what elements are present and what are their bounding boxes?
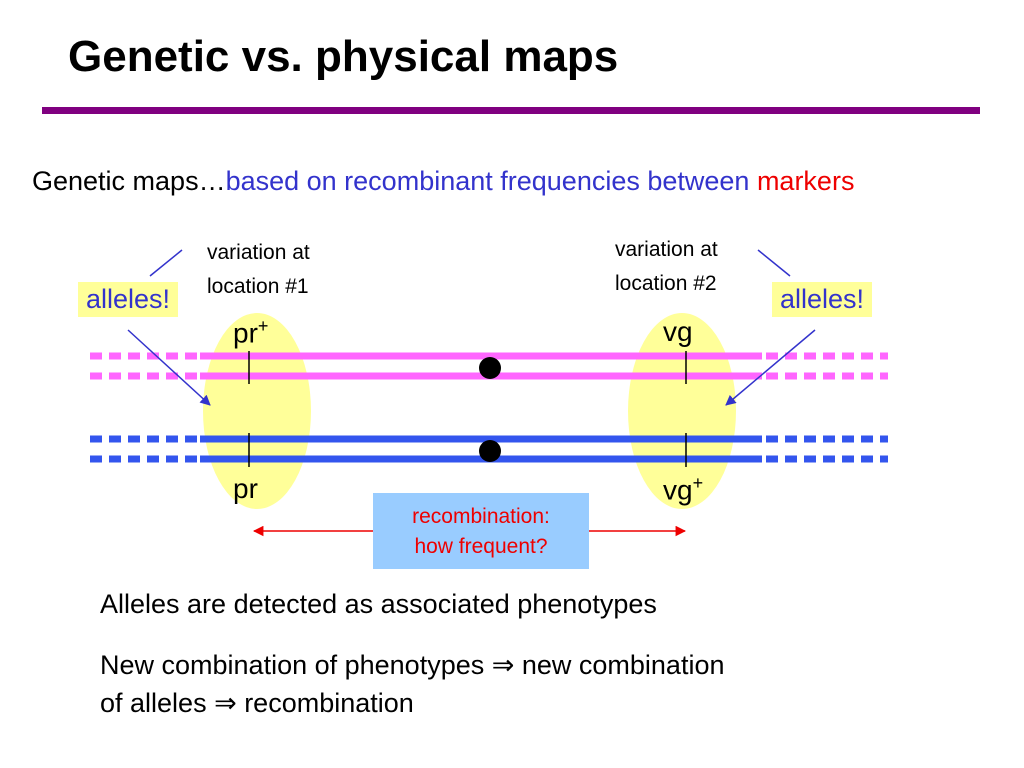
callout-location-1-line2: location #1: [207, 275, 309, 298]
gene-label-vg: vg: [663, 316, 693, 347]
body-line-1: Alleles are detected as associated pheno…: [100, 589, 657, 619]
alleles-label-right: alleles!: [772, 282, 873, 317]
body-line-2a: New combination of phenotypes ⇒ new comb…: [100, 650, 725, 680]
subtitle-red-text: markers: [756, 166, 855, 196]
gene-label-pr-plus: pr+: [233, 316, 268, 349]
gene-label-pr: pr: [233, 473, 258, 504]
gene-vg-plus-sup: +: [692, 473, 704, 493]
alleles-left-connector: [149, 249, 183, 277]
callout-location-1: variation at location #1: [207, 236, 310, 304]
callout-location-1-line1: variation at: [207, 241, 310, 264]
callout-location-2: variation at location #2: [615, 233, 718, 301]
centromere-pink: [479, 357, 501, 379]
subtitle: Genetic maps…based on recombinant freque…: [32, 166, 854, 197]
gene-vg-plus-base: vg: [663, 474, 693, 506]
gene-pr-plus-sup: +: [257, 316, 269, 336]
recombination-box: recombination: how frequent?: [373, 493, 589, 569]
pink-chromosome-pair: [90, 352, 888, 380]
centromere-blue: [479, 440, 501, 462]
gene-label-vg-plus: vg+: [663, 473, 703, 506]
alleles-right-arrow: [725, 329, 816, 406]
alleles-label-left: alleles!: [78, 282, 179, 317]
subtitle-blue-text: based on recombinant frequencies between: [225, 166, 757, 196]
recombination-line2: how frequent?: [414, 535, 548, 558]
recombination-line1: recombination:: [412, 505, 550, 528]
alleles-right-connector: [757, 249, 791, 277]
callout-location-2-line2: location #2: [615, 272, 717, 295]
subtitle-lead: Genetic maps…: [32, 166, 226, 196]
alleles-left-arrow: [127, 329, 211, 406]
callout-location-2-line1: variation at: [615, 238, 718, 261]
body-line-2: New combination of phenotypes ⇒ new comb…: [100, 646, 724, 722]
slide-title: Genetic vs. physical maps: [68, 32, 619, 81]
title-divider: [42, 107, 980, 114]
gene-pr-plus-base: pr: [233, 317, 258, 349]
body-line-2b: of alleles ⇒ recombination: [100, 688, 414, 718]
blue-chromosome-pair: [90, 435, 888, 463]
